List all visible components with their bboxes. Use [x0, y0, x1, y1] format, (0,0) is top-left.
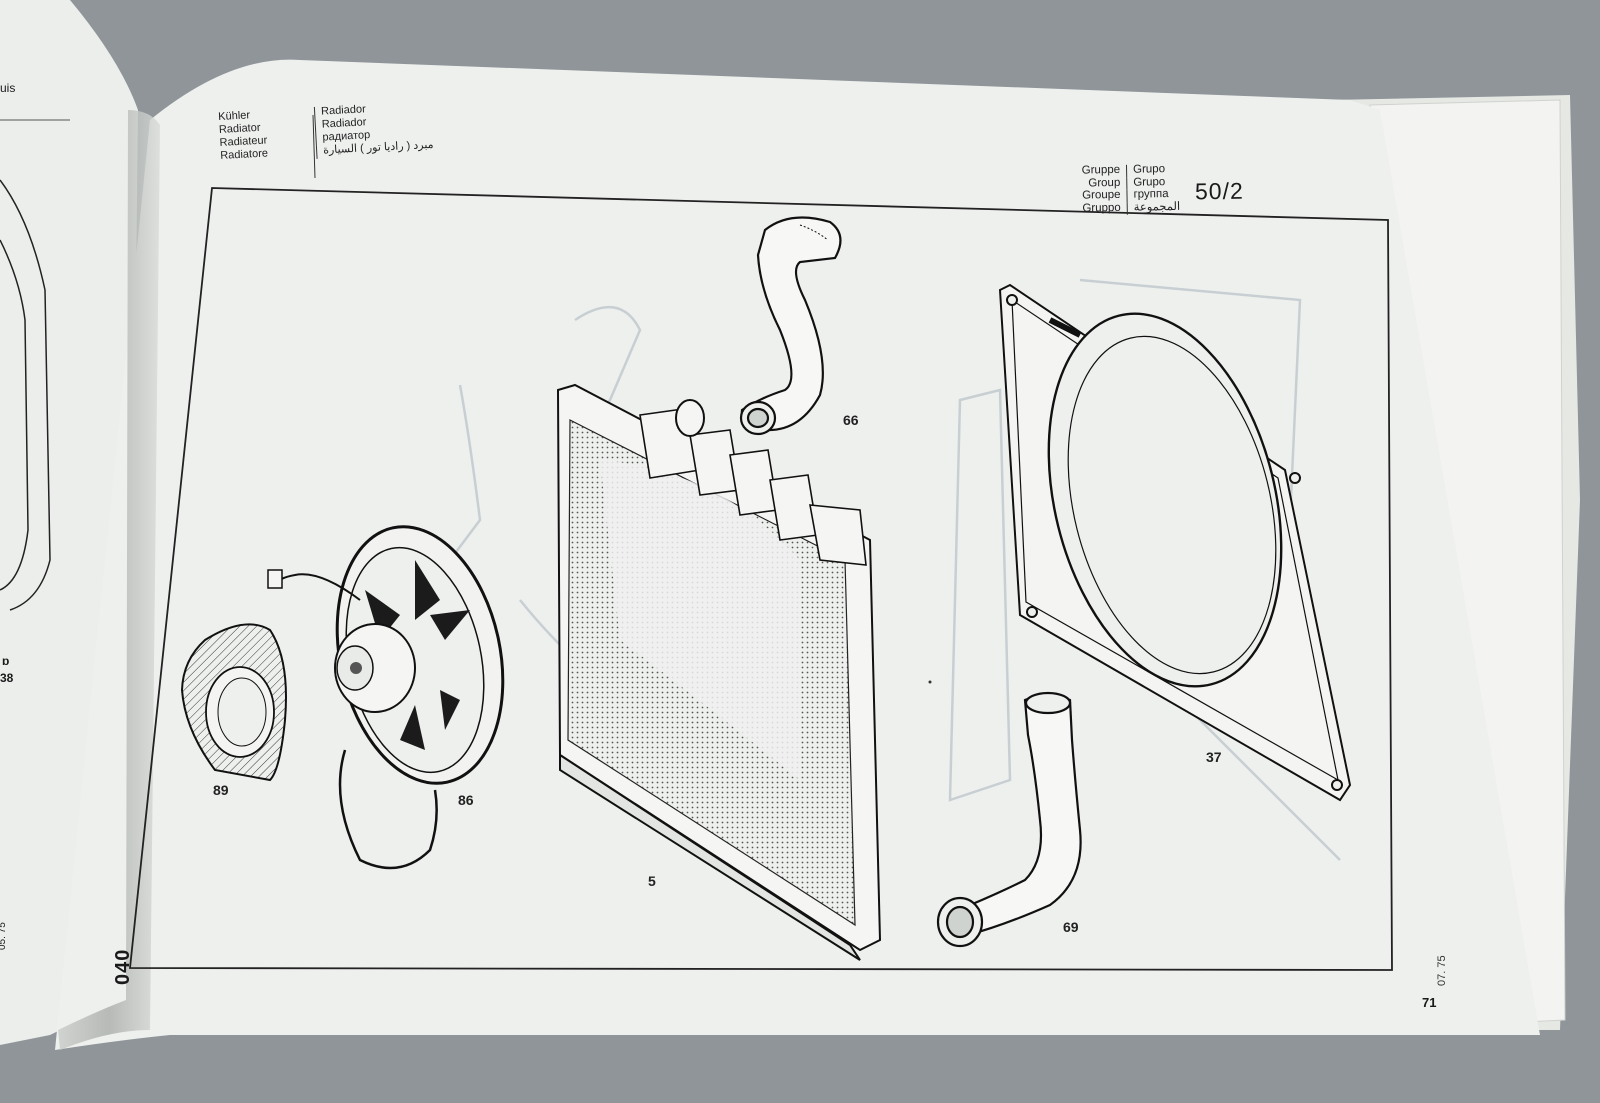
- callout-89: 89: [213, 782, 229, 798]
- header-separator: [313, 106, 316, 120]
- group-separator: [1126, 177, 1128, 190]
- header-divider: [312, 114, 316, 179]
- header-separator: [315, 132, 317, 146]
- page-code: 040: [112, 948, 134, 985]
- left-page-drawing: [0, 119, 70, 611]
- header-separator: [315, 145, 318, 159]
- group-label-it: Gruppo: [1082, 201, 1121, 215]
- part-86-electric-fan: [267, 525, 505, 870]
- part-69-lower-hose: [936, 691, 1082, 948]
- group-row-it: Gruppo المجموعة: [1059, 200, 1181, 216]
- callout-37: 37: [1206, 749, 1222, 765]
- part-37-fan-shroud: [998, 283, 1352, 802]
- left-page-callout-partial: 38: [0, 671, 14, 685]
- group-number: 50/2: [1194, 177, 1244, 205]
- callout-5: 5: [648, 873, 656, 889]
- page-number: 71: [1422, 995, 1437, 1010]
- group-separator: [1125, 164, 1128, 178]
- print-dot: [928, 680, 932, 684]
- callout-69: 69: [1063, 919, 1079, 935]
- group-separator: [1126, 189, 1128, 203]
- callout-66: 66: [843, 412, 859, 428]
- header-separator: [314, 119, 317, 133]
- page-gutter: [58, 110, 160, 1050]
- part-89-fan-guard: [180, 623, 287, 782]
- drawing-frame: [129, 187, 1393, 971]
- left-page-corner-text: uis: [0, 81, 16, 95]
- group-label-ar: المجموعة: [1133, 200, 1181, 214]
- callout-86: 86: [458, 792, 474, 808]
- group-separator: [1126, 202, 1128, 215]
- group-label-block: Gruppe Grupo Group Grupo Groupe группа G…: [1058, 163, 1181, 216]
- part-5-radiator: [556, 383, 882, 961]
- left-page-callout-partial-b: ɒ: [2, 654, 10, 668]
- part-66-upper-hose: [739, 216, 842, 436]
- left-page-date: 05. 75: [0, 922, 8, 950]
- page-date: 07. 75: [1436, 955, 1448, 986]
